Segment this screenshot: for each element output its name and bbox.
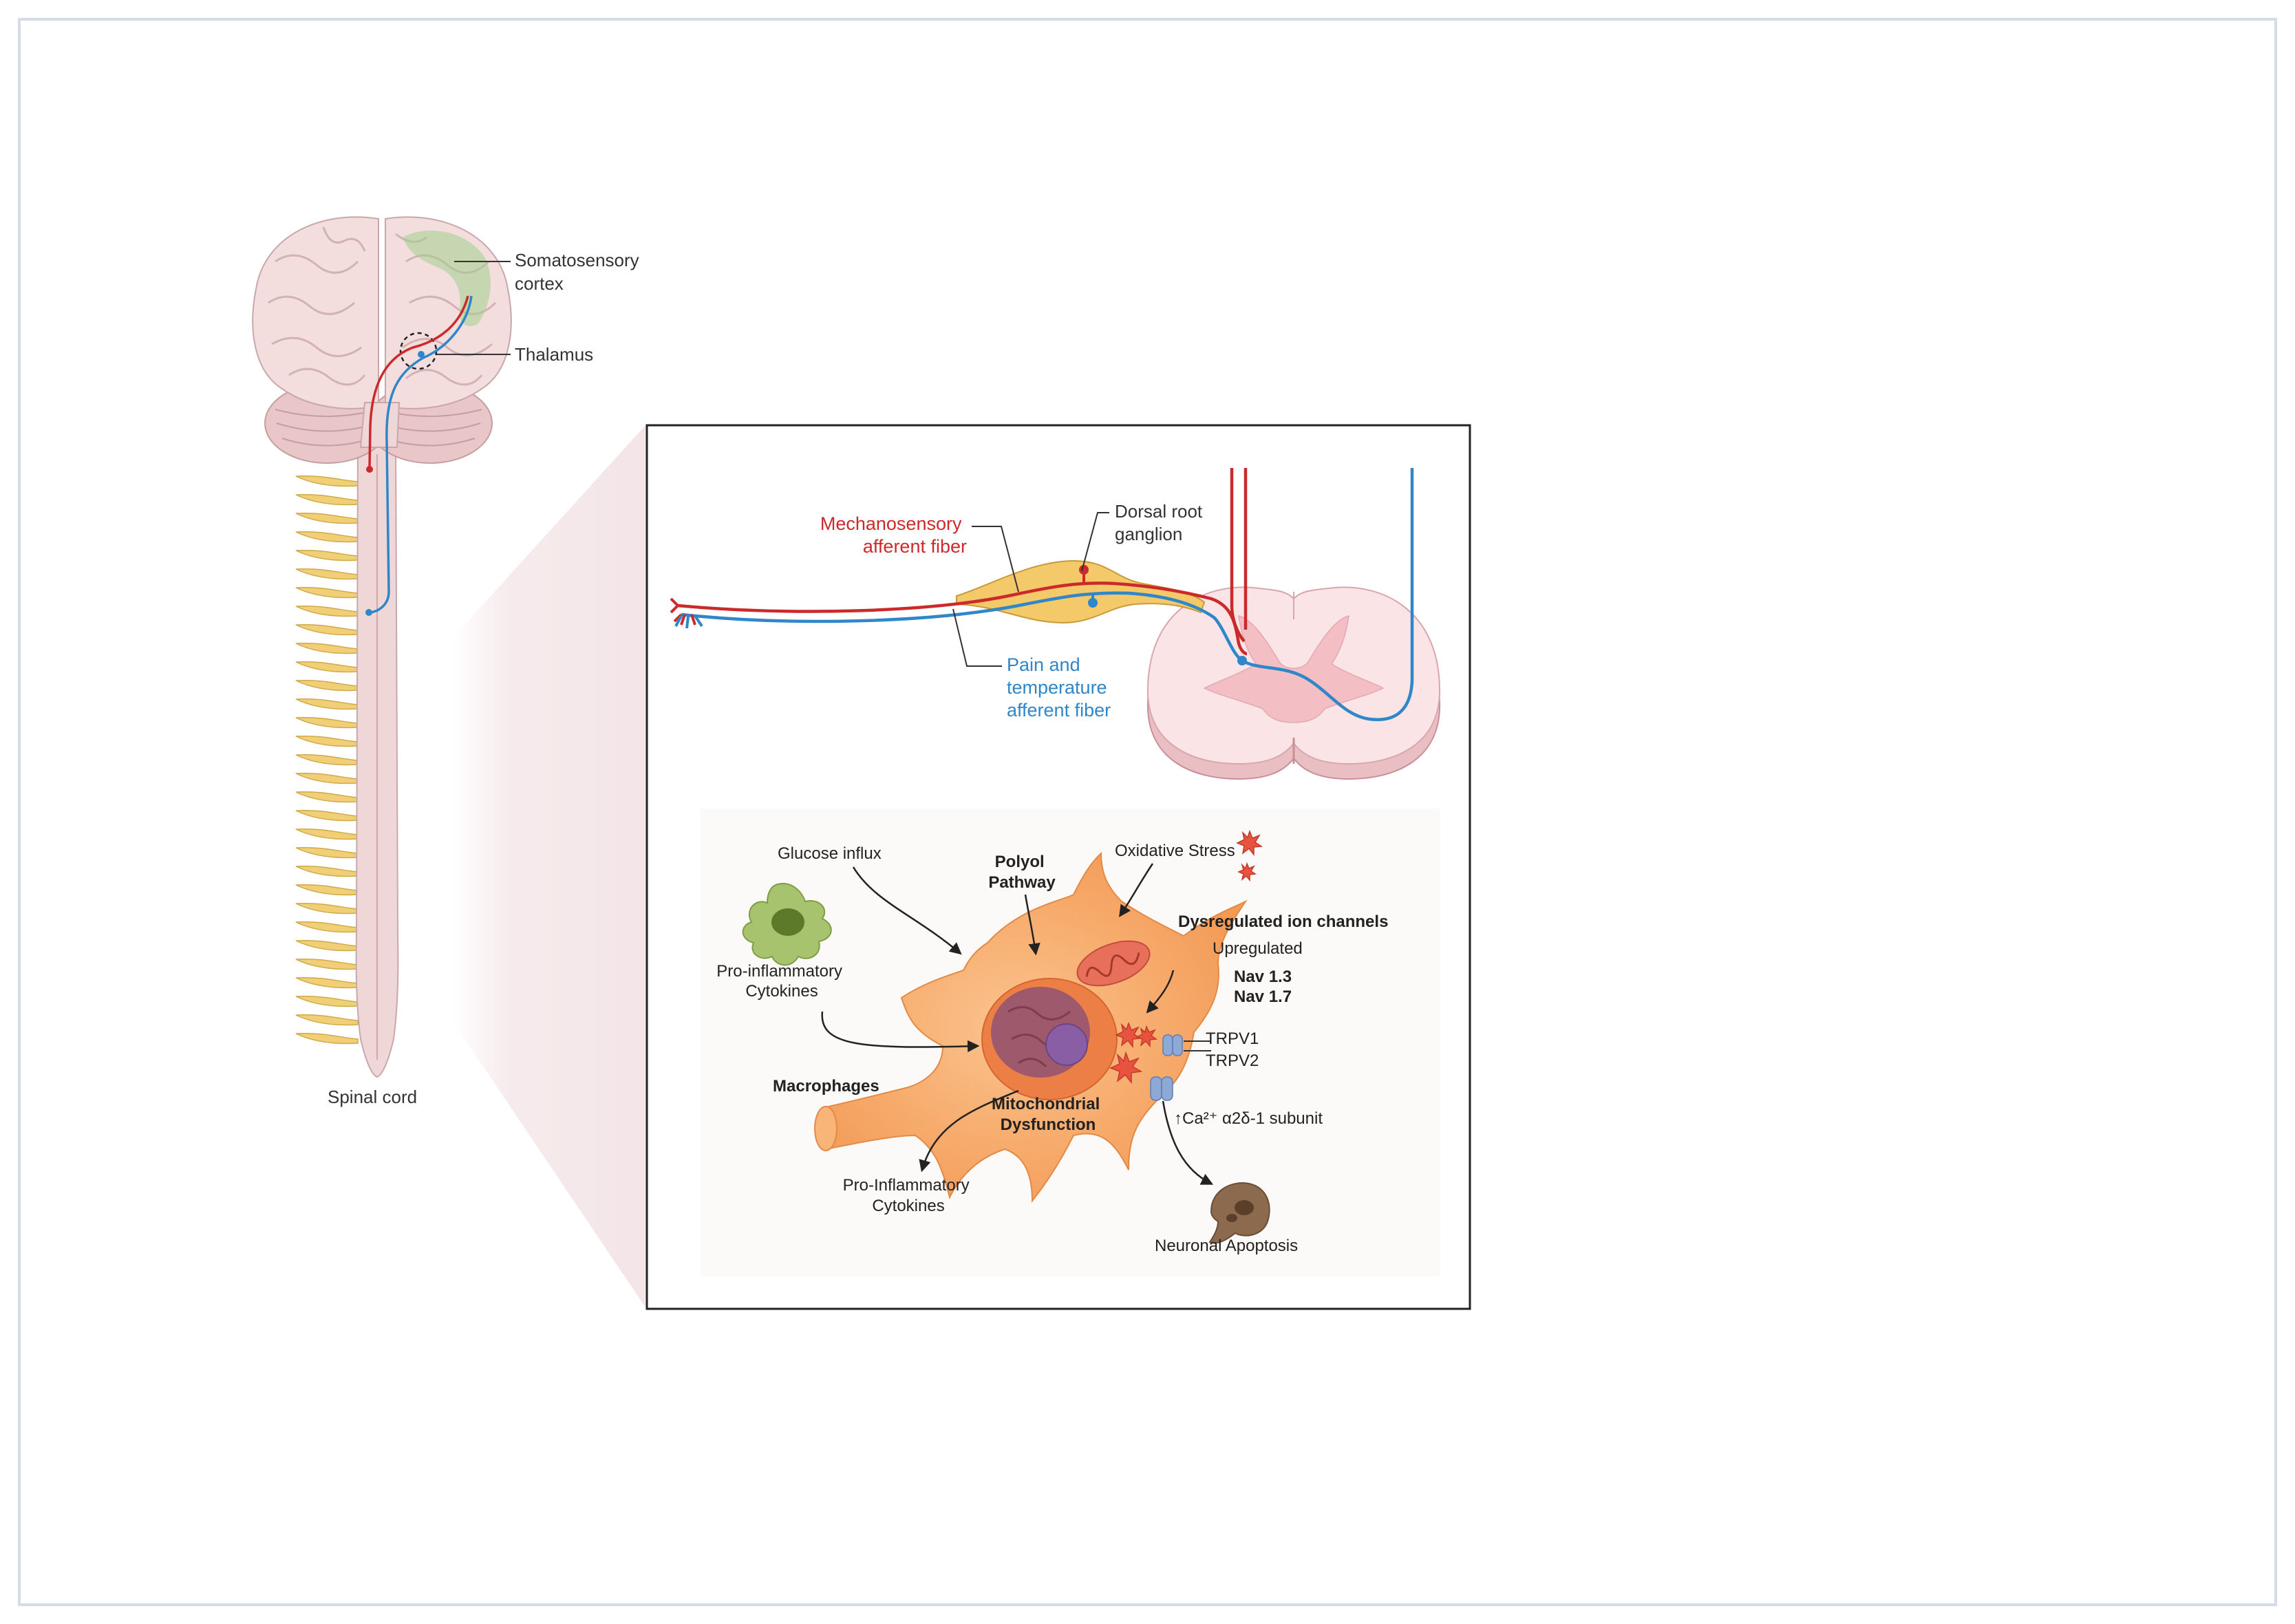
nucleolus xyxy=(1045,1023,1088,1066)
label-polyol-pathway: Polyol Pathway xyxy=(988,853,1056,892)
spinal-nerve-root xyxy=(295,661,359,673)
spinal-nerve-root xyxy=(295,976,359,989)
mitochondrion xyxy=(1076,940,1151,987)
mechanosensory-pathway xyxy=(368,295,469,469)
inset-panel: Mechanosensory afferent fiber Dorsal roo… xyxy=(645,424,1471,1310)
label-mechanosensory-fiber: Mechanosensory afferent fiber xyxy=(820,513,967,557)
label-pain-temperature-fiber: Pain and temperature afferent fiber xyxy=(1007,654,1112,720)
spinal-nerve-root xyxy=(295,586,359,599)
spinal-nerve-root xyxy=(295,475,359,487)
spinal-nerve-root xyxy=(295,865,359,877)
spinal-nerve-root xyxy=(295,568,359,580)
spinal-nerve-root xyxy=(295,642,359,654)
axon-stump xyxy=(814,1106,837,1151)
spinal-nerve-root xyxy=(295,958,359,970)
label-trpv1: TRPV1 xyxy=(1206,1029,1259,1048)
spinal-nerve-root xyxy=(295,531,359,543)
afferent-fibers xyxy=(670,468,1414,721)
spinal-nerve-root xyxy=(295,939,359,952)
label-calcium-subunit: ↑Ca²⁺ α2δ-1 subunit xyxy=(1174,1109,1323,1128)
label-upregulated: Upregulated xyxy=(1213,939,1303,958)
ros-particles xyxy=(1109,829,1263,1085)
label-oxidative-stress: Oxidative Stress xyxy=(1115,842,1235,860)
spinal-nerve-roots xyxy=(295,475,359,1045)
spinal-nerve-root xyxy=(295,1032,359,1045)
spinal-nerve-root xyxy=(295,884,359,896)
spinal-nerve-root xyxy=(295,995,359,1007)
spinal-nerve-root xyxy=(295,846,359,859)
spinal-nerve-root xyxy=(295,679,359,692)
spinal-nerve-root xyxy=(295,791,359,803)
label-nav17: Nav 1.7 xyxy=(1234,987,1292,1006)
spinal-nerve-root xyxy=(295,735,359,747)
label-pro-inflammatory-bottom: Pro-Inflammatory Cytokines xyxy=(843,1176,974,1215)
apoptotic-neuron xyxy=(1208,1182,1270,1244)
pain-temperature-pathway xyxy=(368,295,473,614)
label-neuronal-apoptosis: Neuronal Apoptosis xyxy=(1155,1237,1298,1255)
spinal-nerve-root xyxy=(295,921,359,933)
spinal-nerve-root xyxy=(295,772,359,784)
process-arrows xyxy=(821,863,1214,1185)
label-thalamus: Thalamus xyxy=(515,344,593,365)
label-dorsal-root-ganglion: Dorsal root ganglion xyxy=(1115,501,1207,544)
calcium-channel xyxy=(1150,1076,1173,1101)
label-glucose-influx: Glucose influx xyxy=(778,844,882,863)
label-spinal-cord: Spinal cord xyxy=(328,1087,417,1107)
somatosensory-cortex-region xyxy=(403,231,491,326)
spinal-nerve-root xyxy=(295,623,359,636)
label-dysregulated-ion-channels: Dysregulated ion channels xyxy=(1178,912,1388,931)
spinal-nerve-root xyxy=(295,754,359,766)
macrophage xyxy=(742,883,832,966)
label-nav13: Nav 1.3 xyxy=(1234,968,1292,986)
label-mitochondrial-dysfunction: Mitochondrial Dysfunction xyxy=(992,1095,1104,1134)
dorsal-root-ganglion xyxy=(956,559,1206,624)
label-trpv2: TRPV2 xyxy=(1206,1051,1259,1070)
spinal-nerve-root xyxy=(295,605,359,617)
spinal-nerve-root xyxy=(295,809,359,822)
trpv-channels xyxy=(1162,1034,1211,1056)
spinal-nerve-root xyxy=(295,716,359,729)
spinal-nerve-root xyxy=(295,493,359,506)
label-pro-inflammatory-top: Pro-inflammatory Cytokines xyxy=(716,962,846,1001)
spinal-nerve-root xyxy=(295,828,359,840)
spinal-nerve-root xyxy=(295,512,359,524)
label-macrophages: Macrophages xyxy=(773,1077,879,1096)
spinal-nerve-root xyxy=(295,549,359,562)
neuron-pathophysiology-panel: Glucose influx Polyol Pathway Oxidative … xyxy=(701,809,1440,1276)
spinal-nerve-root xyxy=(295,902,359,915)
label-somatosensory-cortex: Somatosensory cortex xyxy=(515,250,644,294)
spinal-cord-cross-section xyxy=(1146,586,1441,780)
spinal-nerve-root xyxy=(295,698,359,710)
spinal-nerve-root xyxy=(295,1014,359,1026)
spinal-cord-overview: Somatosensory cortex Thalamus Spinal cor… xyxy=(252,216,645,1307)
zoom-projection xyxy=(451,425,645,1307)
